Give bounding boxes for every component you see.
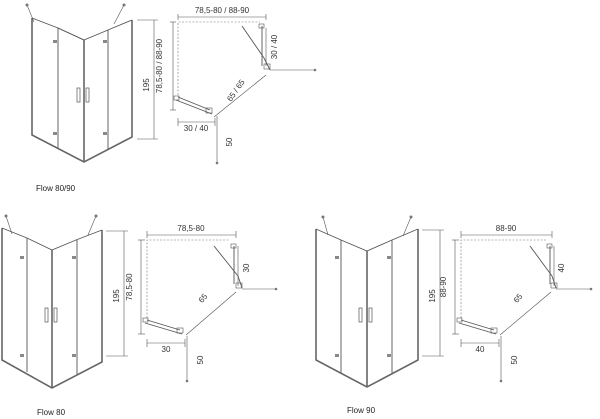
width-label: 88-90 xyxy=(496,224,517,233)
offset-label: 50 xyxy=(225,137,234,146)
height-label: 195 xyxy=(142,78,151,92)
diagram-flow-80: 195 78,5-80 78,5-80 65 30 xyxy=(1,214,278,417)
diagram-flow-90: 195 88-90 88-90 65 40 xyxy=(315,215,593,415)
height-dimension-flow-80: 195 xyxy=(106,230,128,357)
depth-label: 88-90 xyxy=(439,276,448,297)
width-label: 78,5-80 xyxy=(177,224,205,233)
caption-flow-80: Flow 80 xyxy=(37,408,66,417)
door-label: 40 xyxy=(476,345,485,354)
plan-view-flow-80-90: 78,5-80 / 88-90 78,5-80 / 88-90 65 / 65 … xyxy=(155,6,317,165)
offset-label: 50 xyxy=(510,355,519,364)
door-side-label: 30 xyxy=(242,263,251,272)
height-dimension-flow-90: 195 xyxy=(422,229,444,357)
door-label: 30 / 40 xyxy=(184,124,209,133)
door-side-label: 40 xyxy=(557,263,566,272)
diagonal-label: 65 xyxy=(197,292,210,305)
height-label: 195 xyxy=(112,289,121,303)
door-label: 30 xyxy=(162,345,171,354)
cabin-view-flow-80-90 xyxy=(25,3,133,163)
caption-flow-80-90: Flow 80/90 xyxy=(36,184,76,193)
cabin-view-flow-80 xyxy=(1,214,103,389)
plan-view-flow-90: 88-90 88-90 65 40 40 50 xyxy=(439,224,593,383)
height-dimension-flow-80-90: 195 xyxy=(137,19,158,140)
diagram-flow-80-90: 195 78,5-80 / 88-90 78,5-80 / 88-90 xyxy=(25,3,317,193)
height-label: 195 xyxy=(428,289,437,303)
door-side-label: 30 / 40 xyxy=(270,34,279,59)
diagonal-label: 65 xyxy=(512,292,525,305)
offset-label: 50 xyxy=(196,355,205,364)
depth-label: 78,5-80 xyxy=(125,273,134,301)
width-label: 78,5-80 / 88-90 xyxy=(195,6,250,15)
caption-flow-90: Flow 90 xyxy=(347,406,376,415)
depth-label: 78,5-80 / 88-90 xyxy=(155,38,164,93)
plan-view-flow-80: 78,5-80 78,5-80 65 30 30 xyxy=(125,224,278,383)
cabin-view-flow-90 xyxy=(315,215,419,388)
